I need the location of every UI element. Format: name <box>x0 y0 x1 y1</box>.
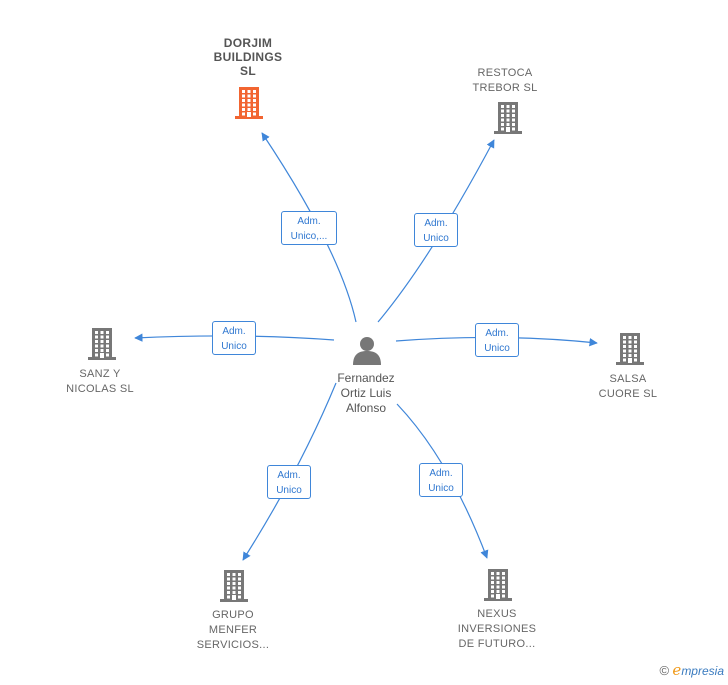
person-name[interactable]: Fernandez Ortiz Luis Alfonso <box>337 371 395 415</box>
building-icon[interactable] <box>233 86 265 125</box>
relation-label-salsa[interactable]: Adm. Unico <box>475 323 519 357</box>
building-icon[interactable] <box>218 569 250 608</box>
relation-label-dorjim[interactable]: Adm. Unico,... <box>281 211 337 245</box>
relation-label-sanz[interactable]: Adm. Unico <box>212 321 256 355</box>
building-icon[interactable] <box>482 568 514 607</box>
company-name-dorjim[interactable]: DORJIM BUILDINGS SL <box>213 36 283 78</box>
person-icon[interactable] <box>351 334 383 371</box>
relation-label-restoca[interactable]: Adm. Unico <box>414 213 458 247</box>
copyright-symbol: © <box>659 663 670 678</box>
relation-label-nexus[interactable]: Adm. Unico <box>419 463 463 497</box>
relation-label-grupo[interactable]: Adm. Unico <box>267 465 311 499</box>
company-name-salsa[interactable]: SALSA CUORE SL <box>598 373 658 400</box>
company-name-restoca[interactable]: RESTOCA TREBOR SL <box>472 67 538 94</box>
footer-brand: © empresia <box>659 661 724 679</box>
company-name-sanz[interactable]: SANZ Y NICOLAS SL <box>66 368 134 395</box>
company-name-nexus[interactable]: NEXUS INVERSIONES DE FUTURO... <box>457 608 537 650</box>
building-icon[interactable] <box>614 332 646 371</box>
brand-initial: e <box>672 661 682 679</box>
brand-name: mpresia <box>681 664 724 678</box>
building-icon[interactable] <box>492 101 524 140</box>
company-name-grupo[interactable]: GRUPO MENFER SERVICIOS... <box>196 609 270 651</box>
building-icon[interactable] <box>86 327 118 366</box>
